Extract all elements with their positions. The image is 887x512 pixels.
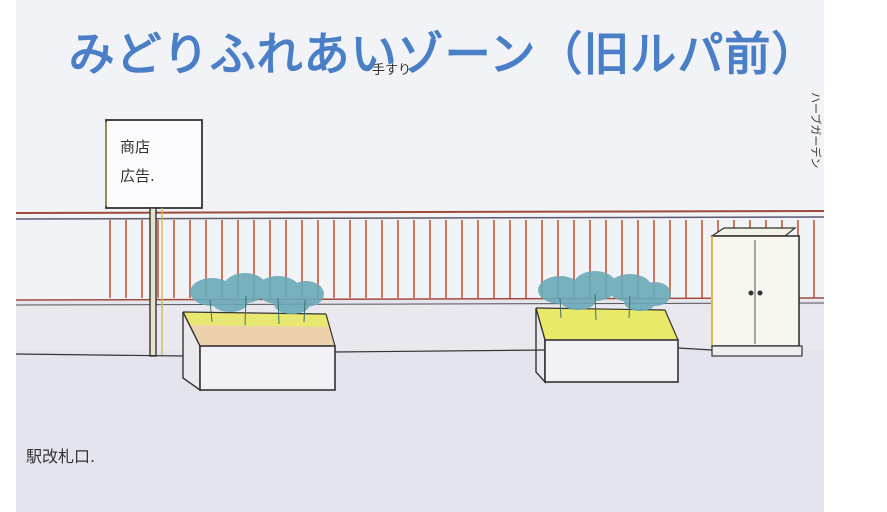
sign-text-line2: 広告. [120,167,155,185]
walkway-strip [16,305,824,350]
bottom-note: 駅改札口. [26,447,95,466]
page-title: みどりふれあいゾーン（旧ルパ前） [68,27,819,81]
plants-left [190,273,324,314]
storage-cabinet [710,227,803,357]
ground-lines [15,347,713,357]
planter-right [535,271,679,384]
shop-advert-sign: 商店 広告. [105,119,203,357]
planter-left [182,273,336,392]
sign-text-line1: 商店 [120,138,150,156]
top-note: 手すり [372,63,411,78]
plants-right [538,271,671,311]
right-note: ハーブガーデン [809,92,823,168]
